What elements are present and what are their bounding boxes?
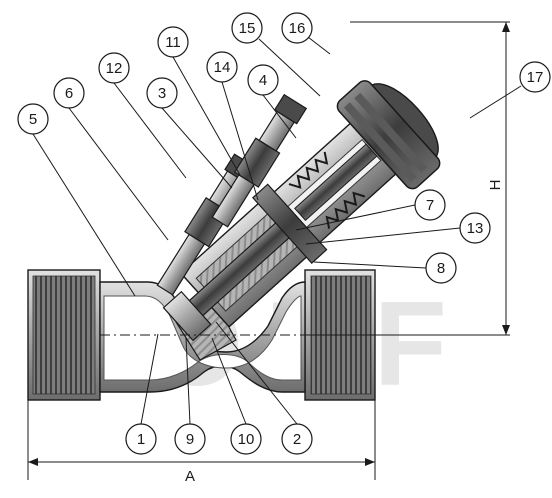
test-port-right — [211, 93, 308, 228]
dimension-arrows — [28, 22, 510, 466]
callout-circles — [17, 12, 551, 455]
callout-label-17: 17 — [527, 69, 544, 86]
callout-label-12: 12 — [106, 60, 123, 77]
callout-labels: 1 2 3 4 5 6 7 8 9 10 11 12 13 14 15 16 1… — [29, 20, 544, 448]
callout-layer: 1 2 3 4 5 6 7 8 9 10 11 12 13 14 15 16 1… — [17, 12, 551, 455]
callout-label-2: 2 — [293, 431, 301, 448]
dimension-height-label: H — [487, 180, 504, 191]
callout-label-11: 11 — [165, 34, 181, 51]
callout-circle-12 — [98, 52, 130, 84]
callout-label-8: 8 — [437, 260, 445, 277]
leader-lines — [32, 26, 522, 425]
callout-label-1: 1 — [137, 431, 145, 448]
spring-upper — [288, 151, 329, 189]
inlet-thread — [32, 275, 96, 395]
callout-label-3: 3 — [158, 85, 166, 102]
callout-circle-8 — [425, 252, 457, 284]
callout-circle-3 — [146, 77, 178, 109]
callout-circle-6 — [53, 77, 85, 109]
callout-circle-17 — [519, 61, 551, 93]
callout-label-9: 9 — [186, 431, 194, 448]
inner-spindle — [294, 143, 378, 222]
callout-circle-10 — [230, 423, 262, 455]
callout-label-4: 4 — [259, 72, 267, 89]
bonnet-assembly — [162, 80, 441, 342]
handwheel — [336, 80, 441, 190]
callout-label-6: 6 — [65, 85, 73, 102]
valve-disc — [162, 290, 212, 342]
callout-circle-11 — [157, 26, 189, 58]
callout-label-5: 5 — [29, 111, 37, 128]
callout-circle-2 — [281, 423, 313, 455]
callout-circle-15 — [231, 12, 263, 44]
callout-circle-13 — [459, 212, 491, 244]
spring-lower — [325, 191, 366, 229]
callout-circle-4 — [247, 64, 279, 96]
callout-label-16: 16 — [289, 20, 306, 37]
callout-circle-9 — [174, 423, 206, 455]
callout-circle-7 — [414, 189, 446, 221]
callout-label-15: 15 — [239, 20, 256, 37]
callout-label-14: 14 — [214, 59, 231, 76]
callout-circle-16 — [281, 12, 313, 44]
callout-label-7: 7 — [426, 197, 434, 214]
callout-circle-1 — [125, 423, 157, 455]
dimension-lines — [27, 21, 510, 480]
callout-circle-14 — [206, 51, 238, 83]
callout-label-13: 13 — [467, 220, 484, 237]
callout-label-10: 10 — [238, 431, 255, 448]
dimension-width-label: A — [185, 468, 195, 485]
callout-circle-5 — [17, 103, 49, 135]
